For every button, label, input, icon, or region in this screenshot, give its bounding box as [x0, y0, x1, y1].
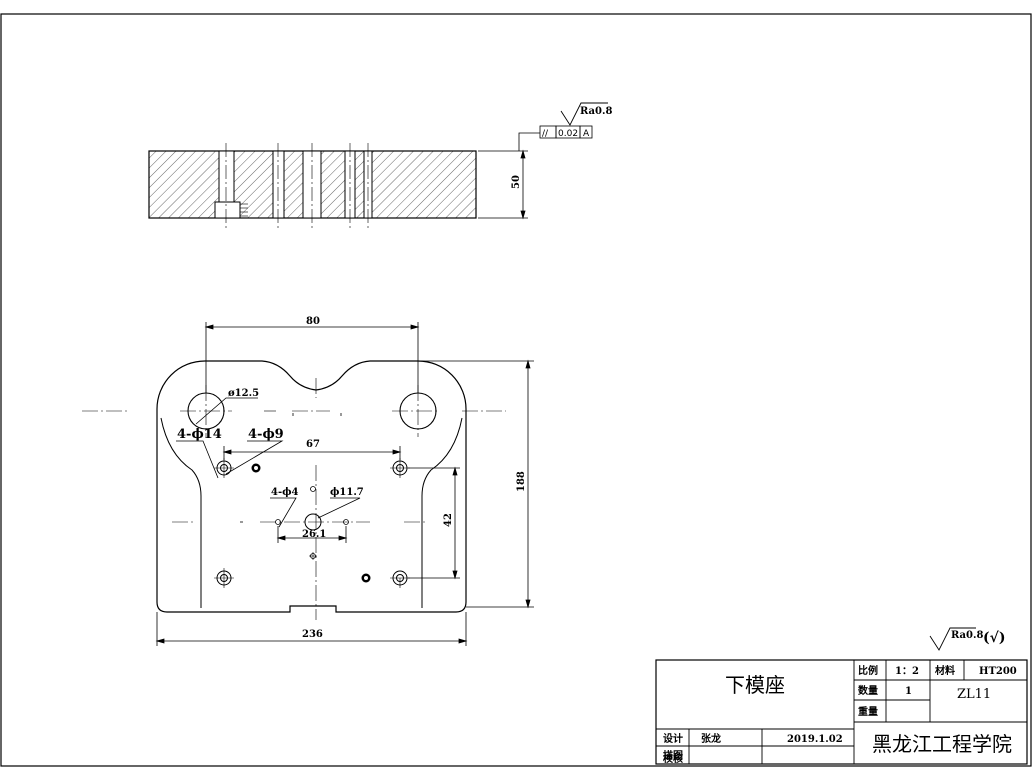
svg-text:数量: 数量	[858, 684, 878, 697]
plan-view: 80 236 188 42	[82, 316, 534, 646]
label-4-phi14: 4-ϕ14	[177, 427, 222, 442]
roughness-symbol-icon	[560, 102, 608, 126]
part-name: 下模座	[725, 673, 785, 697]
section-hole-2	[272, 150, 285, 219]
section-roughness: Ra0.8	[580, 106, 612, 117]
roughness-note-icon	[929, 627, 976, 651]
svg-text:比例: 比例	[858, 664, 878, 677]
label-4-phi4: 4-ϕ4	[271, 487, 299, 498]
label-d12-5: ø12.5	[228, 388, 259, 399]
dim-67: 67	[306, 439, 320, 450]
label-phi11-7: ϕ11.7	[330, 487, 364, 498]
svg-text:1: 1	[905, 686, 912, 697]
label-4-phi9: 4-ϕ9	[248, 427, 284, 442]
dim-42: 42	[443, 513, 454, 527]
dim-236: 236	[302, 629, 323, 640]
svg-text:材料: 材料	[935, 664, 955, 677]
svg-text:1：2: 1：2	[895, 666, 919, 677]
surface-note: Ra0.8 (√)	[929, 627, 1005, 651]
sheet-border	[0, 13, 1032, 767]
drawing-number: ZL11	[957, 687, 991, 702]
svg-text:2019.1.02: 2019.1.02	[787, 734, 843, 745]
svg-text:重量: 重量	[858, 705, 878, 718]
section-height-dim: 50	[511, 175, 522, 189]
svg-text:Ra0.8: Ra0.8	[951, 630, 983, 641]
title-block	[655, 659, 1028, 765]
section-counterbore	[214, 201, 241, 219]
svg-text:校核: 校核	[663, 752, 683, 765]
dim-188: 188	[516, 471, 527, 492]
svg-text:张龙: 张龙	[701, 732, 721, 745]
tolerance-symbol: //	[542, 129, 549, 139]
tolerance-datum: A	[583, 129, 590, 139]
dim-26-1: 26.1	[302, 529, 326, 540]
dim-80: 80	[306, 316, 320, 327]
svg-text:HT200: HT200	[979, 666, 1017, 677]
title-block-text: 下模座 比例 1：2 材料 HT200 数量 1 ZL11 重量 设计 张龙 2…	[663, 664, 1017, 765]
svg-text:(√): (√)	[983, 630, 1005, 646]
svg-text:描图: 描图	[663, 749, 683, 762]
svg-text:设计: 设计	[663, 732, 683, 745]
tolerance-value: 0.02	[558, 129, 578, 139]
school-name: 黑龙江工程学院	[872, 732, 1012, 756]
plan-outline	[156, 360, 467, 613]
center-hole	[304, 513, 322, 531]
section-view: 50 // 0.02 A Ra0.8	[148, 102, 612, 228]
